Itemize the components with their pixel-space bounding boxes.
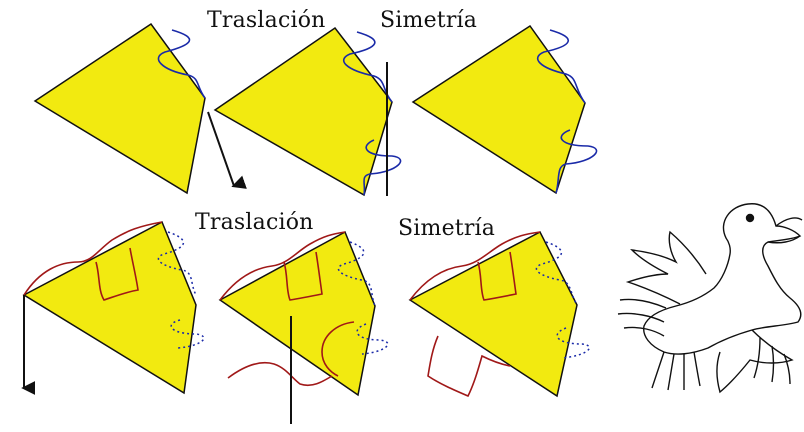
bottom-kite-1-dotted-upper: [157, 231, 197, 296]
bird-beak: [767, 217, 803, 244]
bottom-kite-3: [408, 230, 590, 398]
bottom-kite-1-red-edge: [23, 221, 163, 296]
bird-tail-left: [651, 351, 701, 391]
bottom-kite-2-red-edge: [219, 231, 346, 301]
bird-wing-right: [716, 329, 794, 394]
top-kite-2-shape: [213, 26, 393, 197]
bottom-kite-3-red-cutout: [477, 251, 517, 301]
top-kite-1-shape: [33, 22, 206, 195]
label-simetria-top: Simetría: [380, 8, 478, 33]
label-traslacion-bottom: Traslación: [195, 210, 314, 235]
bottom-kite-2-dotted-lower: [356, 323, 389, 355]
bottom-kite-3-red-leg: [427, 335, 511, 398]
top-kite-3-shape: [411, 24, 586, 195]
top-kite-2-blue-notch-upper: [343, 31, 393, 103]
bottom-kite-2-red-cutout: [283, 251, 323, 301]
bird-wing-left: [625, 230, 707, 305]
bottom-kite-2: [218, 230, 389, 424]
top-kite-3: [411, 24, 598, 195]
bottom-kite-1-shape: [22, 220, 197, 395]
bottom-kite-2-red-hook: [321, 321, 355, 377]
bottom-kite-1-red-cutout: [95, 247, 139, 301]
top-kite-1: [33, 22, 247, 195]
label-traslacion-top: Traslación: [207, 8, 326, 33]
bottom-kite-3-red-edge: [409, 231, 541, 301]
bird-body: [643, 203, 802, 355]
bottom-kite-3-dotted-lower: [556, 327, 590, 359]
top-kite-2-blue-notch-lower: [363, 139, 402, 196]
top-kite-3-blue-notch-upper: [537, 29, 586, 104]
bird-figure: [617, 203, 803, 394]
bottom-kite-2-shape: [218, 230, 376, 397]
bottom-kite-3-dotted-upper: [535, 241, 578, 306]
top-kite-1-blue-notch: [157, 29, 206, 99]
top-kite-2: [213, 26, 402, 197]
bottom-kite-2-dotted-upper: [337, 241, 376, 307]
top-kite-1-translation-arrow: [207, 111, 247, 189]
bottom-kite-3-shape: [408, 230, 578, 398]
label-simetria-bottom: Simetría: [398, 216, 496, 241]
bottom-kite-2-red-lower-curve: [227, 362, 333, 387]
bottom-kite-1: [21, 220, 205, 395]
bird-wing-left-feathers: [617, 298, 667, 337]
top-kite-3-blue-notch-lower: [555, 129, 598, 194]
bird-eye: [745, 213, 755, 223]
bird-wing-right-feathers: [753, 337, 791, 385]
